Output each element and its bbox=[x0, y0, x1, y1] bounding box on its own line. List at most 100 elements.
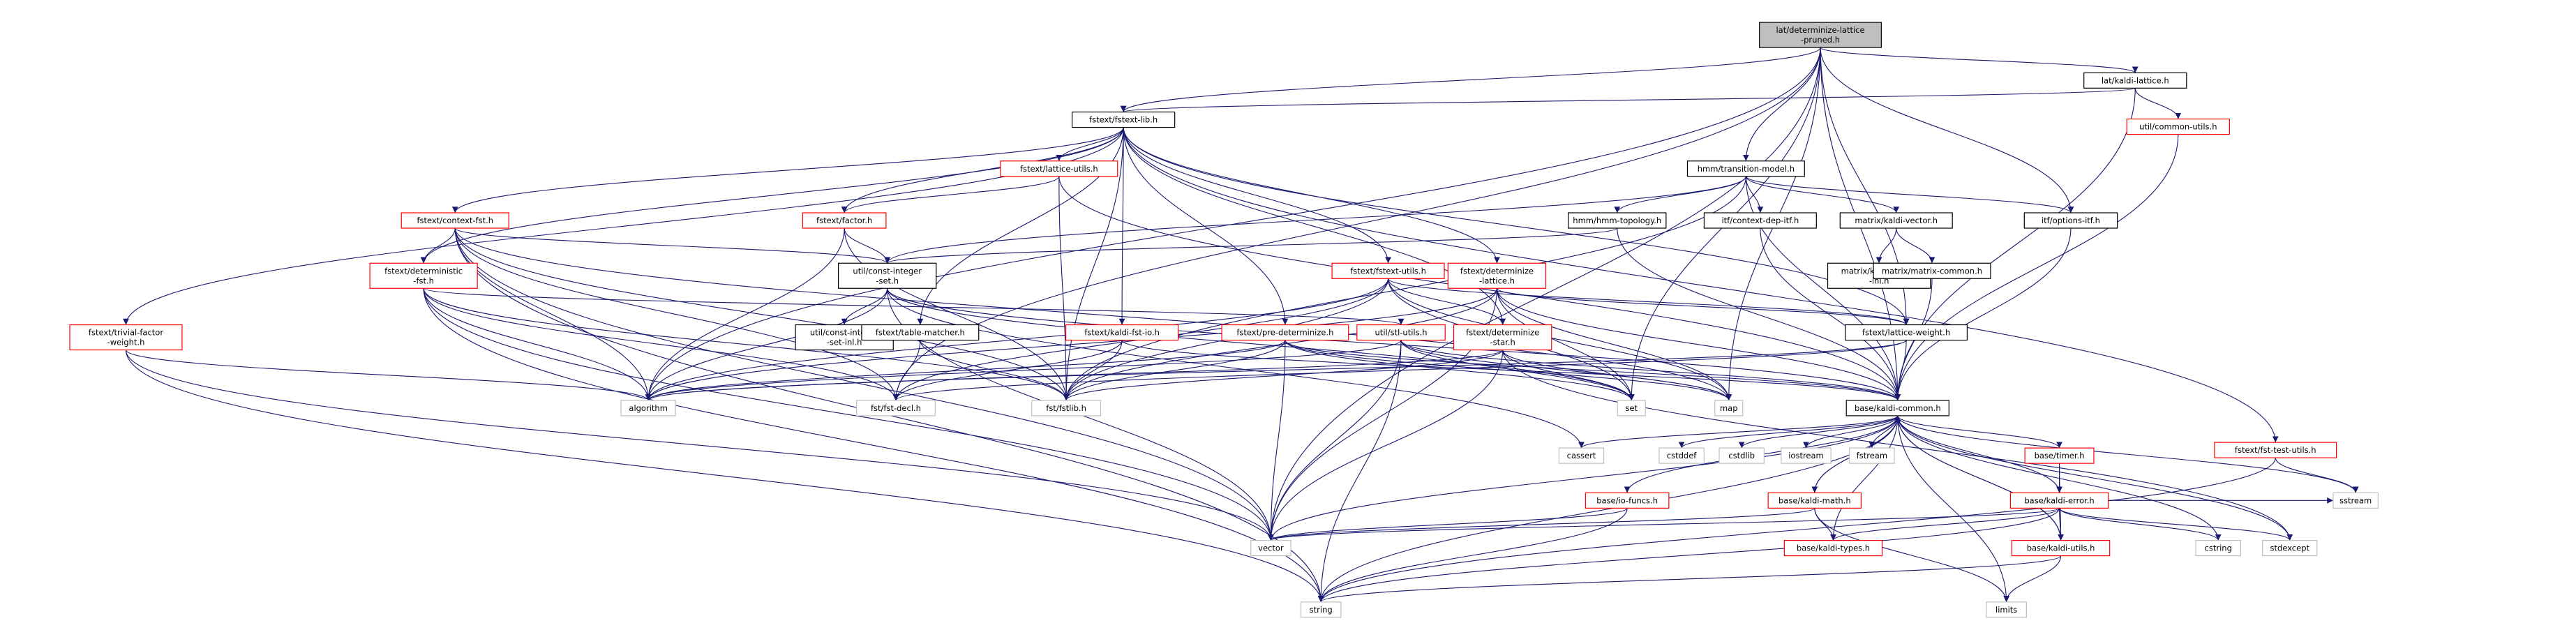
edge-root-to-algorithm bbox=[645, 47, 1821, 400]
node-pre-determinize[interactable]: fstext/pre-determinize.h bbox=[1221, 324, 1349, 341]
node-iostream[interactable]: iostream bbox=[1781, 447, 1832, 464]
node-label: limits bbox=[1995, 605, 2017, 615]
edge-kaldi-common-to-cstdlib bbox=[1738, 415, 1899, 449]
node-const-integer-set[interactable]: util/const-integer-set.h bbox=[837, 262, 937, 289]
edge-determinize-lattice-to-set bbox=[1496, 288, 1635, 400]
node-box bbox=[1065, 324, 1179, 341]
edge-pre-determinize-to-kaldi-common bbox=[1285, 340, 1901, 401]
edge-deterministic-fst-to-fst-decl bbox=[423, 288, 899, 400]
node-util-common-utils[interactable]: util/common-utils.h bbox=[2126, 118, 2230, 135]
node-box bbox=[2023, 212, 2118, 229]
edge-kaldi-lattice-to-fstext-lib bbox=[1121, 87, 2136, 113]
edge-kaldi-error-to-vector bbox=[1268, 507, 2060, 541]
node-label: base/kaldi-utils.h bbox=[2027, 543, 2095, 553]
node-io-funcs[interactable]: base/io-funcs.h bbox=[1585, 492, 1670, 509]
node-label: cstring bbox=[2205, 543, 2232, 553]
node-root[interactable]: lat/determinize-lattice-pruned.h bbox=[1759, 22, 1882, 48]
node-fst-test-utils[interactable]: fstext/fst-test-utils.h bbox=[2214, 442, 2337, 458]
node-fst-decl[interactable]: fst/fst-decl.h bbox=[856, 400, 936, 417]
node-sstream[interactable]: sstream bbox=[2332, 492, 2379, 509]
node-cstring[interactable]: cstring bbox=[2195, 539, 2241, 557]
edge-kaldi-vector-to-kaldi-vector-inl bbox=[1875, 228, 1897, 264]
node-kaldi-common[interactable]: base/kaldi-common.h bbox=[1845, 400, 1949, 417]
node-label: lat/determinize-lattice bbox=[1776, 25, 1864, 35]
node-algorithm[interactable]: algorithm bbox=[620, 400, 676, 417]
node-cstddef[interactable]: cstddef bbox=[1658, 447, 1705, 464]
node-stl-utils[interactable]: util/stl-utils.h bbox=[1356, 324, 1446, 341]
node-fstext-lib[interactable]: fstext/fstext-lib.h bbox=[1071, 111, 1176, 128]
node-set[interactable]: set bbox=[1617, 400, 1646, 417]
node-fstlib[interactable]: fst/fstlib.h bbox=[1031, 400, 1102, 417]
node-matrix-common[interactable]: matrix/matrix-common.h bbox=[1873, 262, 1991, 279]
node-kaldi-fst-io[interactable]: fstext/kaldi-fst-io.h bbox=[1065, 324, 1179, 341]
edge-fst-test-utils-to-sstream bbox=[2275, 457, 2359, 493]
edge-transition-model-to-const-integer-set bbox=[884, 176, 1746, 264]
edge-kaldi-common-to-stdexcept bbox=[1897, 415, 2293, 541]
node-options-itf[interactable]: itf/options-itf.h bbox=[2023, 212, 2118, 229]
edge-kaldi-common-to-limits bbox=[1897, 415, 2010, 602]
node-timer[interactable]: base/timer.h bbox=[2024, 447, 2095, 464]
edge-hmm-topology-to-const-integer-set bbox=[884, 227, 1618, 264]
edge-fstext-utils-to-lattice-weight bbox=[1388, 278, 1910, 326]
node-trivial-factor-weight[interactable]: fstext/trivial-factor-weight.h bbox=[69, 324, 183, 351]
node-box bbox=[69, 324, 183, 351]
node-box bbox=[1585, 492, 1670, 509]
edge-stl-utils-to-set bbox=[1400, 340, 1635, 401]
edge-pre-determinize-to-algorithm bbox=[645, 340, 1286, 401]
node-box bbox=[802, 212, 887, 229]
node-kaldi-lattice[interactable]: lat/kaldi-lattice.h bbox=[2083, 72, 2187, 89]
node-box bbox=[1453, 324, 1552, 351]
node-vector[interactable]: vector bbox=[1250, 539, 1291, 557]
node-context-fst[interactable]: fstext/context-fst.h bbox=[400, 212, 509, 229]
node-box bbox=[1356, 324, 1446, 341]
edge-fstext-lib-to-determinize-star bbox=[1123, 127, 1506, 325]
node-kaldi-error[interactable]: base/kaldi-error.h bbox=[2009, 492, 2109, 509]
edge-stl-utils-to-vector bbox=[1268, 340, 1402, 541]
edge-lattice-utils-to-factor bbox=[841, 176, 1060, 213]
node-map[interactable]: map bbox=[1714, 400, 1744, 417]
node-box bbox=[1558, 447, 1605, 464]
node-fstream[interactable]: fstream bbox=[1849, 447, 1895, 464]
edge-kaldi-common-to-kaldi-error bbox=[1897, 415, 2062, 493]
node-layer: lat/determinize-lattice-pruned.h lat/kald… bbox=[69, 22, 2379, 618]
node-box bbox=[1986, 601, 2027, 618]
node-label: sstream bbox=[2339, 495, 2372, 505]
edge-stl-utils-to-kaldi-common bbox=[1400, 340, 1901, 401]
node-label: cstdlib bbox=[1728, 451, 1755, 460]
node-lattice-weight[interactable]: fstext/lattice-weight.h bbox=[1845, 324, 1968, 341]
node-kaldi-math[interactable]: base/kaldi-math.h bbox=[1767, 492, 1862, 509]
node-context-dep-itf[interactable]: itf/context-dep-itf.h bbox=[1703, 212, 1817, 229]
node-box bbox=[861, 324, 980, 341]
node-limits[interactable]: limits bbox=[1986, 601, 2027, 618]
node-cstdlib[interactable]: cstdlib bbox=[1718, 447, 1765, 464]
edge-kaldi-error-to-kaldi-types bbox=[1830, 507, 2060, 541]
node-factor[interactable]: fstext/factor.h bbox=[802, 212, 887, 229]
edge-fstext-lib-to-fstext-utils bbox=[1123, 127, 1391, 264]
node-label: fstext/fstext-utils.h bbox=[1350, 266, 1426, 276]
edge-determinize-star-to-fstlib bbox=[1063, 350, 1504, 401]
node-stdexcept[interactable]: stdexcept bbox=[2262, 539, 2318, 557]
node-lattice-utils[interactable]: fstext/lattice-utils.h bbox=[1000, 160, 1118, 177]
node-string[interactable]: string bbox=[1300, 601, 1342, 618]
node-deterministic-fst[interactable]: fstext/deterministic-fst.h bbox=[369, 262, 478, 289]
node-table-matcher[interactable]: fstext/table-matcher.h bbox=[861, 324, 980, 341]
node-fstext-utils[interactable]: fstext/fstext-utils.h bbox=[1331, 262, 1445, 279]
edge-kaldi-common-to-cstddef bbox=[1678, 415, 1899, 449]
node-cassert[interactable]: cassert bbox=[1558, 447, 1605, 464]
node-label: fstext/determinize bbox=[1460, 266, 1534, 276]
node-transition-model[interactable]: hmm/transition-model.h bbox=[1686, 160, 1805, 177]
node-kaldi-vector[interactable]: matrix/kaldi-vector.h bbox=[1839, 212, 1953, 229]
edge-transition-model-to-hmm-topology bbox=[1614, 176, 1746, 213]
node-label: fst/fstlib.h bbox=[1046, 403, 1086, 413]
node-kaldi-utils[interactable]: base/kaldi-utils.h bbox=[2011, 539, 2111, 557]
node-label: fst/fst-decl.h bbox=[871, 403, 921, 413]
node-label: fstext/fstext-lib.h bbox=[1089, 115, 1158, 125]
node-determinize-star[interactable]: fstext/determinize-star.h bbox=[1453, 324, 1552, 351]
node-hmm-topology[interactable]: hmm/hmm-topology.h bbox=[1568, 212, 1667, 229]
node-label: fstext/deterministic bbox=[384, 266, 463, 276]
node-kaldi-types[interactable]: base/kaldi-types.h bbox=[1783, 539, 1883, 557]
node-box bbox=[1300, 601, 1342, 618]
node-label: util/common-utils.h bbox=[2139, 122, 2217, 132]
node-determinize-lattice[interactable]: fstext/determinize-lattice.h bbox=[1447, 262, 1547, 289]
edge-lattice-weight-to-fst-decl bbox=[892, 340, 1907, 401]
